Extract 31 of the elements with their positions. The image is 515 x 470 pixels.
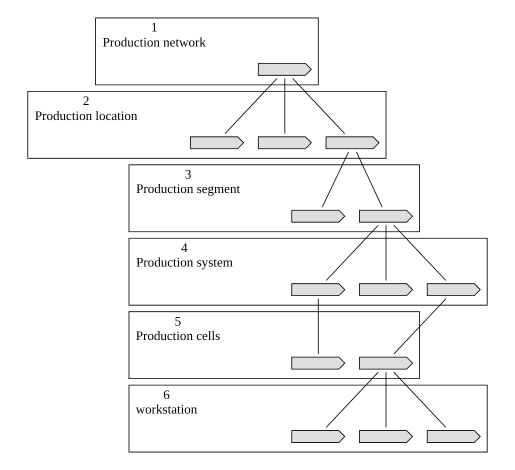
cluster: 1 Production network bbox=[95, 18, 319, 86]
cluster: 3 Production segment bbox=[128, 164, 420, 232]
cluster: 2 Production location bbox=[27, 90, 386, 159]
node-chevron bbox=[291, 356, 346, 370]
connector bbox=[356, 151, 383, 208]
connector bbox=[322, 151, 350, 208]
node-chevron bbox=[291, 430, 346, 443]
connector bbox=[393, 224, 446, 281]
node-chevron bbox=[190, 136, 244, 150]
cluster: 6 workstation bbox=[128, 384, 488, 452]
connector bbox=[326, 372, 379, 428]
node-chevron bbox=[291, 210, 346, 223]
node-chevron bbox=[359, 283, 414, 296]
connector bbox=[393, 372, 446, 428]
node-chevron bbox=[258, 62, 312, 76]
node-chevron bbox=[359, 430, 414, 443]
connector bbox=[394, 298, 446, 354]
node-chevron bbox=[359, 210, 414, 223]
connector bbox=[224, 78, 278, 134]
connector bbox=[292, 78, 346, 134]
cluster: 5 Production cells bbox=[128, 311, 420, 380]
node-chevron bbox=[258, 136, 312, 150]
node-chevron bbox=[291, 283, 346, 296]
connector bbox=[326, 224, 379, 281]
node-chevron bbox=[426, 430, 481, 443]
node-chevron bbox=[326, 136, 380, 150]
connector bbox=[318, 298, 319, 354]
node-chevron bbox=[426, 283, 481, 296]
connector bbox=[284, 78, 286, 134]
node-chevron bbox=[359, 356, 414, 370]
cluster: 4 Production system bbox=[128, 238, 488, 306]
